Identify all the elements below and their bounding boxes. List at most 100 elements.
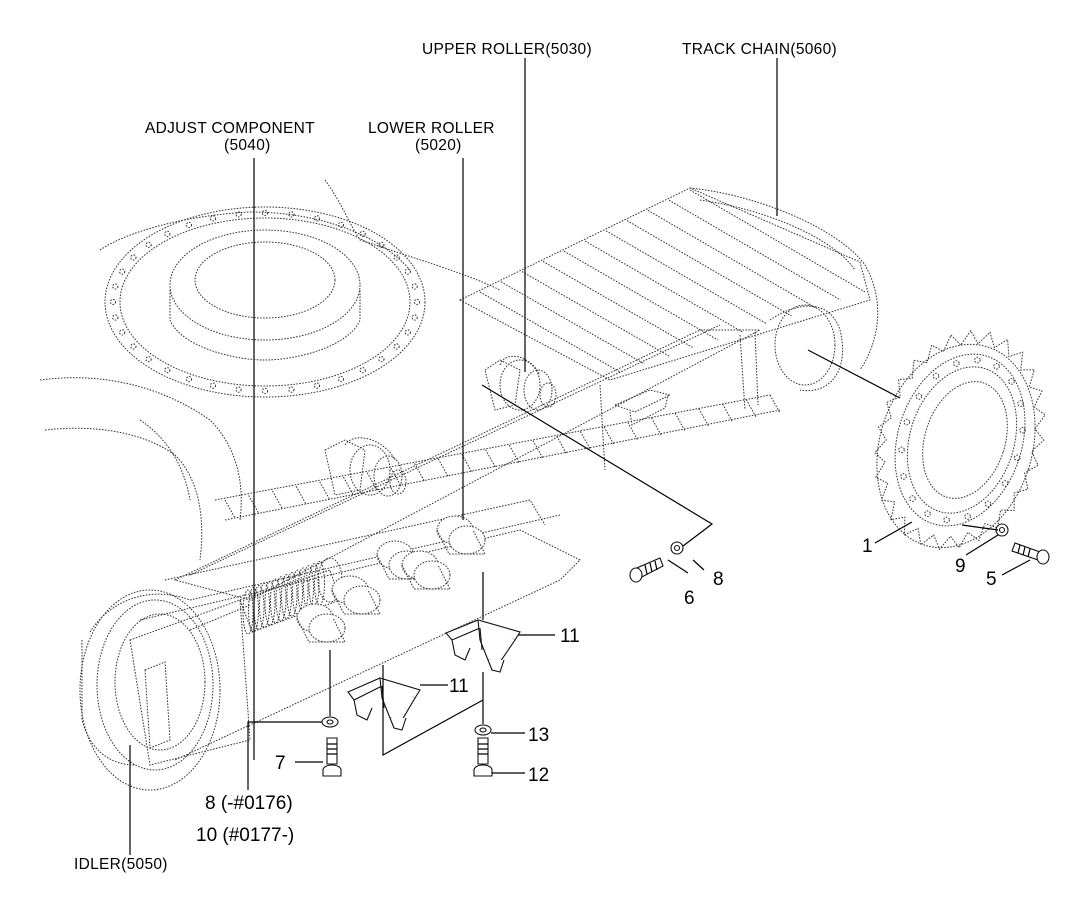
chain-link-line [563,250,719,341]
bearing-bolt-hole [288,386,295,393]
lower-roller-flange [343,585,381,615]
spring-coil [303,565,314,611]
sprocket [874,329,1046,551]
chain-link-line [485,449,497,469]
bearing-bolt-hole [393,254,400,261]
chain-link-line [414,463,426,482]
chain-link-line [437,458,449,478]
bearing-bolt-hole [130,254,137,261]
bearing-bolt-hole [404,268,411,275]
lower-roller-flange [413,560,451,590]
bearing-bolt-hole [359,230,366,237]
washer-note-8: 8 (-#0176) [205,793,293,814]
spring-coil [286,571,298,617]
chain-link-line [343,476,354,496]
lower-roller-body [436,529,486,555]
sprocket-bolt-hole [915,393,923,400]
sprocket-bolt-hole [924,510,931,518]
bearing-bolt-hole [261,387,269,395]
bearing-bolt-hole [413,298,421,306]
sprocket-bolt-hole [898,446,905,454]
chain-link-line [319,481,331,500]
chain-link-line [366,472,378,491]
bearing-bolt-hole [185,376,193,383]
sprocket-bolt-hole [943,516,950,524]
bearing-bolt-hole [209,215,217,222]
chain-link-line [722,403,734,423]
sprocket-bolt-hole [900,473,907,480]
washer-8-frame [321,716,339,728]
adjust-component-code: (5040) [224,137,271,154]
bearing-bolt-hole [209,382,217,389]
chain-link-line [689,189,866,293]
bolt-6 [629,557,664,583]
bearing-bolt-hole [145,356,152,363]
callout-8: 8 [713,569,724,590]
bearing-bolt-hole [378,356,385,363]
washer-9 [995,523,1009,537]
sprocket-bolt-hole [964,513,971,520]
sprocket-bolt-hole [1008,378,1015,385]
chain-link-line [521,271,670,357]
sprocket-bolt-hole [1017,400,1024,407]
bearing-bolt-hole [185,221,193,228]
bearing-bolt-hole [393,343,400,350]
bearing-bolt-hole [288,211,295,218]
bearing-bolt-hole [378,241,385,248]
chain-link-line [542,260,694,349]
spring-coil [297,567,309,613]
sprocket-bolt-hole [1001,480,1009,487]
spring-coil [259,582,270,628]
spring-coil [275,576,287,622]
spring-coil [292,569,303,615]
bearing-bolt-hole [109,298,117,306]
callout-13: 13 [528,725,549,746]
lower-rollers [296,515,486,643]
track-guard-lower [347,677,421,731]
bearing-bolt-hole [164,367,171,374]
chain-link-line [603,426,615,446]
bearing-bolt-hole [313,215,321,222]
callout-5: 5 [986,569,997,590]
bearing-bolt-hole [235,211,242,218]
callout-6: 6 [684,588,695,609]
bearing-bolt-hole [404,329,411,336]
chain-link-line [605,230,768,325]
chain-link-line [556,435,568,455]
lower-roller-flange [448,525,486,555]
spring-coil [270,578,281,624]
chain-link-line [674,413,686,432]
spring-coil [281,574,292,620]
callout-9: 9 [955,556,966,577]
chain-link-line [745,399,757,418]
sprocket-bolt-hole [984,500,992,508]
component-labels: UPPER ROLLER(5030) TRACK CHAIN(5060) ADJ… [74,41,837,873]
chain-link-line [579,431,591,450]
upper-structure-outline [39,179,501,561]
lower-roller-body [401,564,451,590]
lower-roller-body [296,617,346,643]
spring-coil [242,589,254,635]
idler-wheel [79,589,251,791]
sprocket-bolt-hole [1019,426,1026,434]
bearing-bolt-hole [145,241,152,248]
spring-coil [308,563,320,609]
sprocket-bolt-hole [993,363,1000,370]
callout-11-lower: 11 [449,676,469,697]
bolt-12 [473,737,493,777]
chain-link-line [627,422,639,441]
sprocket-bolt-hole [903,418,911,426]
bearing-bolt-hole [359,367,366,374]
track-guard-upper [445,619,521,673]
spring-coil [314,560,325,606]
chain-link-line [698,408,710,427]
upper-rollers [324,355,557,497]
bearing-bolt-hole [112,314,119,321]
lower-roller-body [331,589,381,615]
bearing-bolt-hole [337,221,345,228]
lower-roller-flange [308,613,346,643]
chain-link-line [626,220,792,317]
chain-link-line [508,444,520,464]
